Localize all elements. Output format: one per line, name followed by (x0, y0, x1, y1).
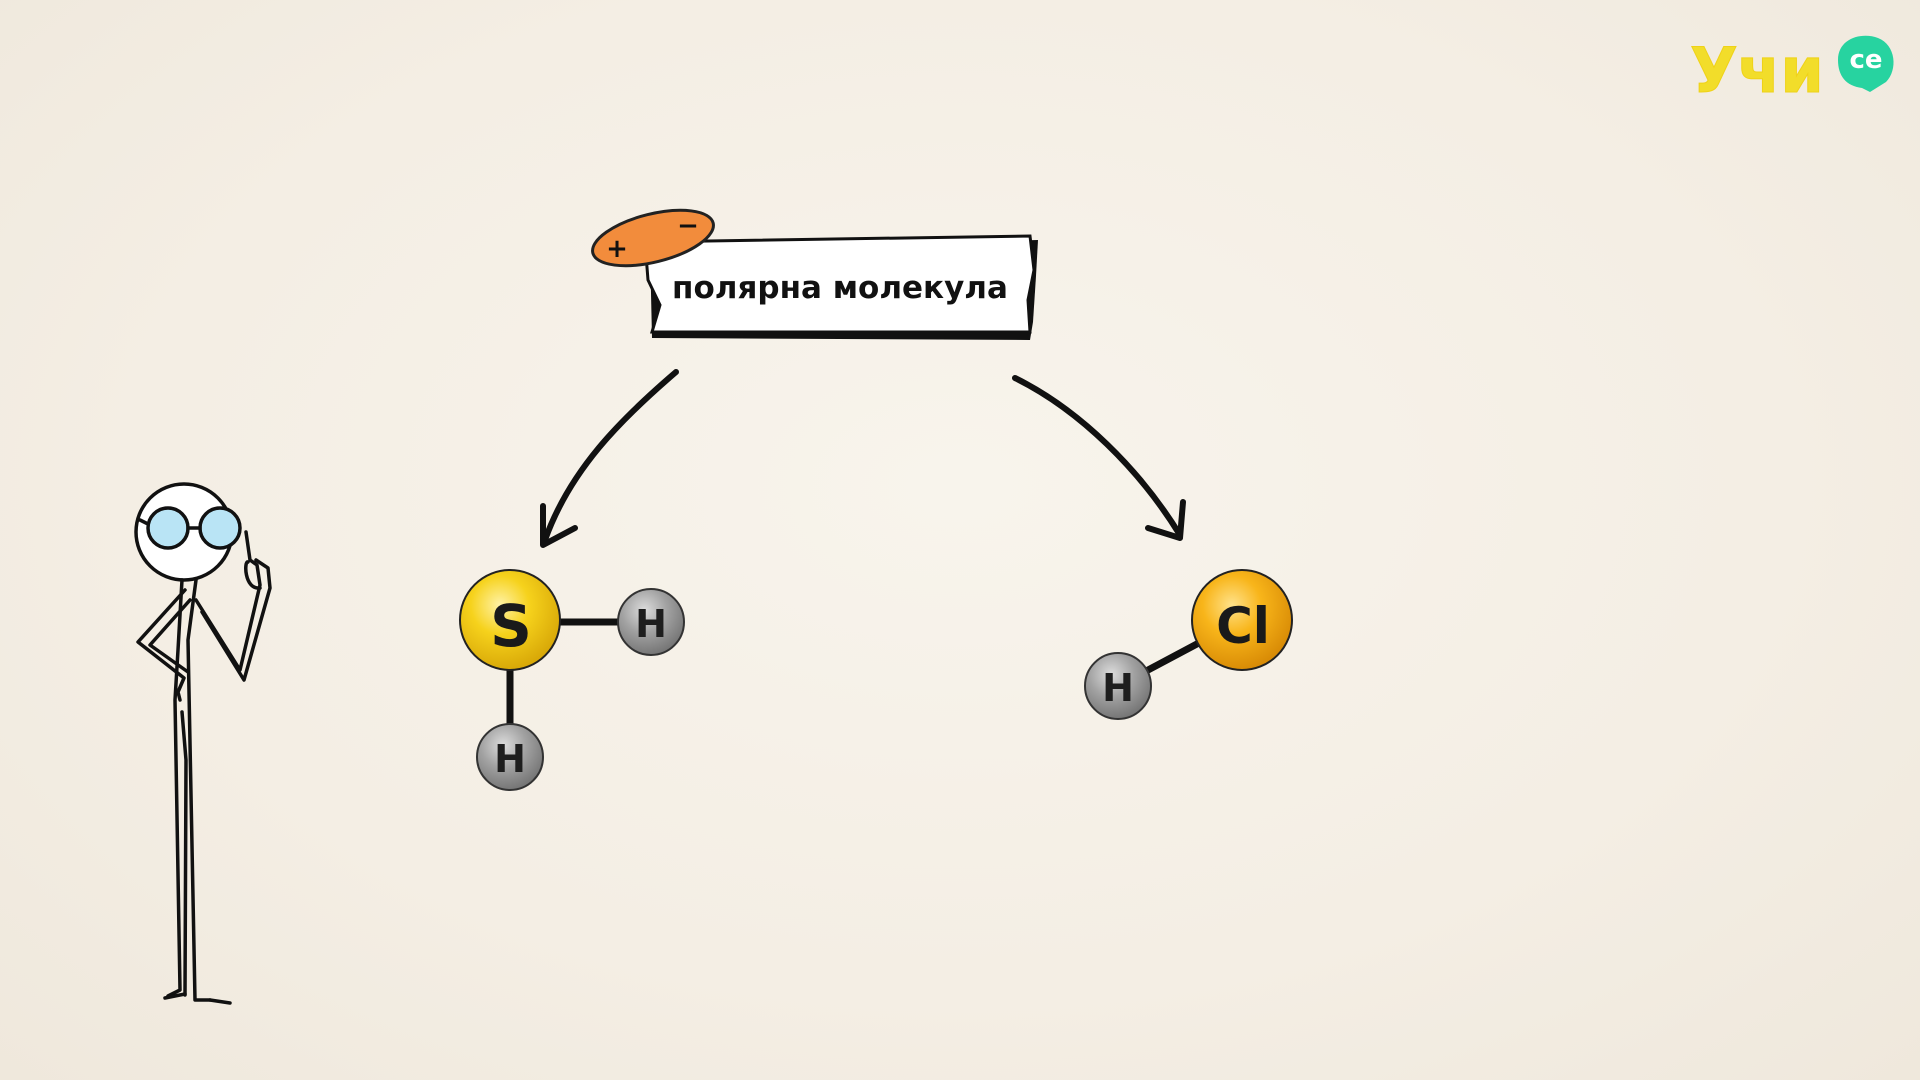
stick-figure (134, 482, 272, 1005)
arrow-to-hcl (1012, 375, 1186, 541)
hydrogen-atom: H (617, 588, 685, 656)
chlorine-atom: Cl (1191, 569, 1293, 671)
hydrogen-symbol: H (494, 737, 526, 781)
dipole-icon: + − (591, 208, 715, 268)
dipole-minus: − (677, 211, 699, 241)
figure-arm-right (194, 530, 272, 682)
logo-bubble-text: се (1849, 45, 1882, 75)
figure-arm-left (136, 588, 192, 702)
sulfur-atom: S (459, 569, 561, 671)
dipole-plus: + (606, 234, 628, 264)
hydrogen-symbol: H (635, 602, 667, 646)
chlorine-symbol: Cl (1216, 597, 1270, 655)
polar-molecule-label: полярна молекула + − (591, 208, 1038, 340)
figure-body (166, 578, 212, 1002)
hydrogen-symbol: H (1102, 666, 1134, 710)
figure-feet (163, 992, 232, 1005)
arrow-to-h2s (540, 369, 679, 548)
label-box (643, 234, 1036, 334)
uchyse-logo: Учи се (1690, 34, 1894, 108)
hydrogen-atom: H (476, 723, 544, 791)
hcl-molecule: Cl H (1084, 569, 1293, 720)
logo-main-text: Учи (1690, 34, 1824, 107)
sulfur-symbol: S (490, 592, 532, 660)
h2s-molecule: S H H (459, 569, 685, 791)
logo-bubble: се (1838, 35, 1894, 92)
hydrogen-atom: H (1084, 652, 1152, 720)
glasses-icon (138, 506, 242, 550)
label-text: полярна молекула (672, 270, 1008, 306)
